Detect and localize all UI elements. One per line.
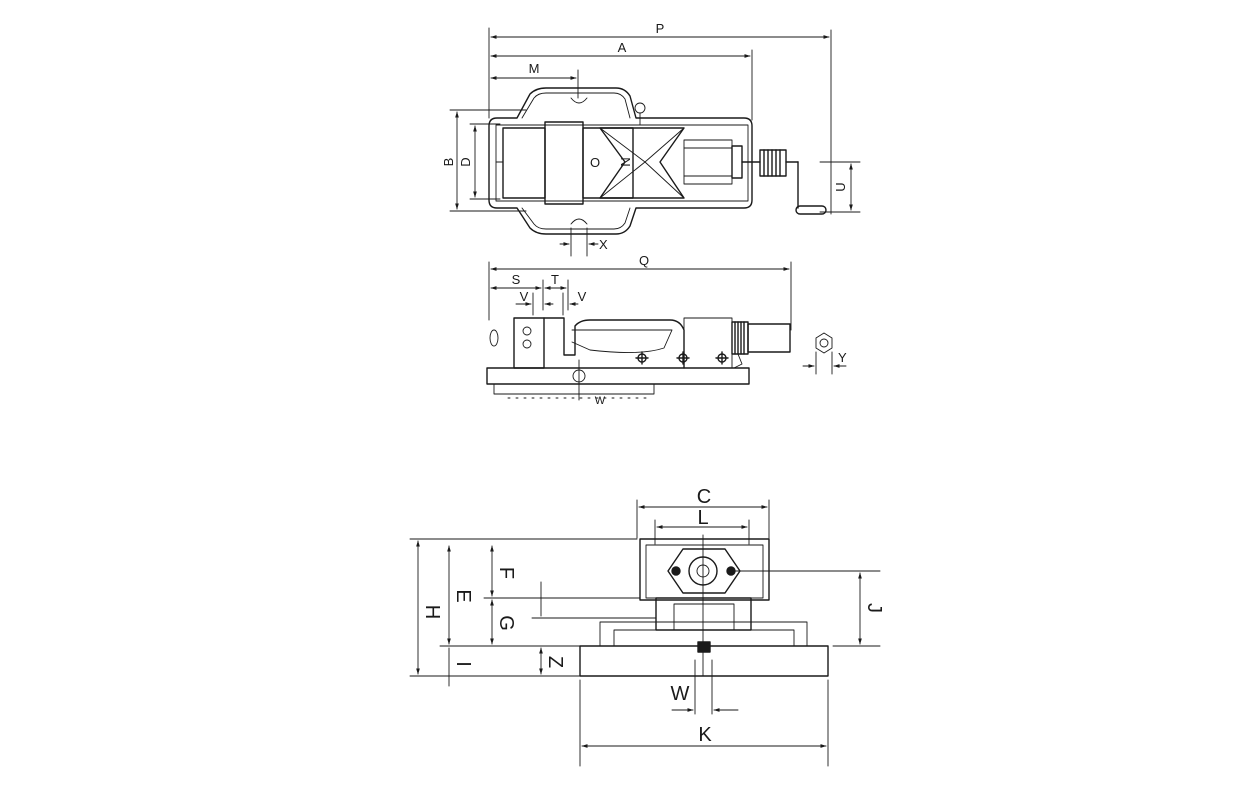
label-k: K <box>698 724 712 746</box>
front-jaw-housing <box>639 538 770 601</box>
label-j: J <box>863 603 885 613</box>
label-q: Q <box>639 253 649 268</box>
label-d: D <box>458 157 473 166</box>
label-s: S <box>512 272 521 287</box>
dimension-c: C <box>636 486 770 539</box>
label-n: N <box>618 157 633 166</box>
label-l: L <box>697 507 708 529</box>
label-x: X <box>599 237 608 252</box>
dimension-a: A <box>490 40 753 121</box>
dimension-u: U <box>819 161 861 213</box>
label-v-right: V <box>578 289 587 304</box>
top-view: P A M B D <box>441 21 861 257</box>
top-guard-frame <box>488 87 753 235</box>
label-u: U <box>833 182 848 191</box>
dimension-x: X <box>559 227 608 257</box>
label-e: E <box>452 589 474 602</box>
dimension-l: L <box>654 507 750 545</box>
front-view: C L H E I F <box>409 486 885 767</box>
side-view: Q S T V V <box>486 253 847 407</box>
label-g: G <box>495 615 517 631</box>
dimension-g: G <box>490 599 517 645</box>
label-i: I <box>452 661 474 667</box>
label-f: F <box>495 567 517 579</box>
label-partial-w: W <box>595 395 606 407</box>
label-t: T <box>551 272 559 287</box>
dimension-h: H <box>416 540 443 675</box>
label-w: W <box>671 683 690 705</box>
dimension-p: P <box>488 21 832 215</box>
label-v-left: V <box>520 289 529 304</box>
dimension-b: B <box>441 109 527 212</box>
dimension-f: F <box>490 545 517 597</box>
label-b: B <box>441 158 456 167</box>
label-h: H <box>421 605 443 619</box>
dimension-m: M <box>490 61 579 99</box>
label-o: O <box>590 155 600 170</box>
dimension-w: W <box>671 659 739 715</box>
label-a: A <box>618 40 627 55</box>
dimension-s-t: S T <box>490 272 569 311</box>
dimension-v: V V <box>515 289 587 316</box>
label-p: P <box>656 21 665 36</box>
label-z: Z <box>544 656 566 668</box>
dimension-q: Q <box>488 253 792 331</box>
dimension-j: J <box>734 570 885 647</box>
dimension-k: K <box>579 679 829 767</box>
label-y: Y <box>838 350 847 365</box>
label-c: C <box>697 486 711 508</box>
dimension-d: D <box>458 123 501 200</box>
dimension-z: Z <box>539 581 566 675</box>
dimension-e: E <box>447 545 474 645</box>
dimension-i: I <box>448 647 474 687</box>
label-m: M <box>529 61 540 76</box>
